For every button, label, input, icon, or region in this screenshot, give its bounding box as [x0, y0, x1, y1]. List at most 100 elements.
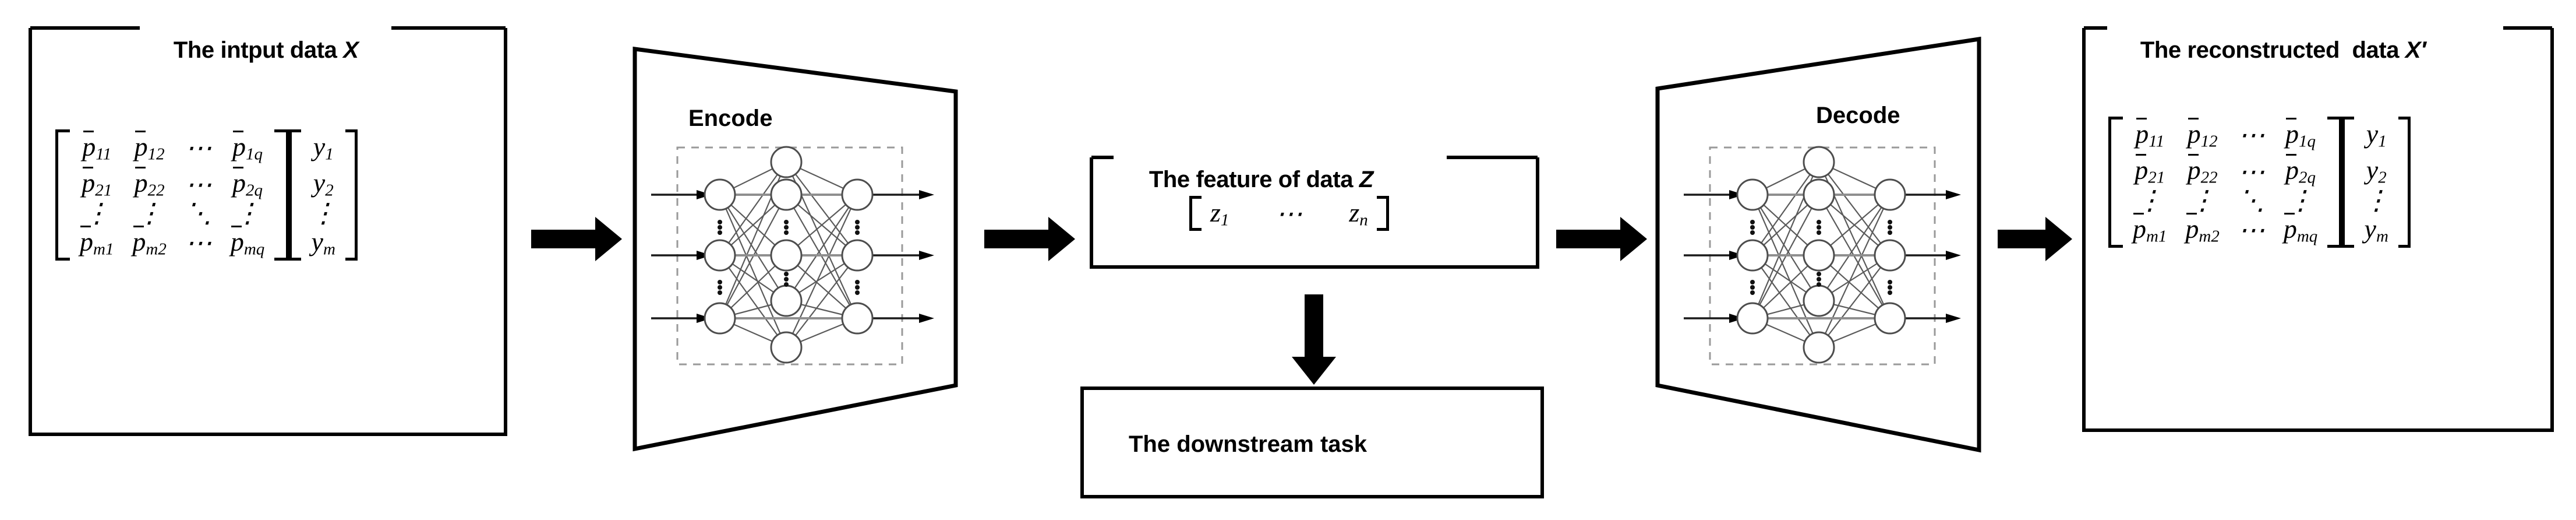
matrix-cell: p11: [82, 131, 112, 164]
feature-vector-bracket-right: [1376, 196, 1389, 231]
matrix-cell: p22: [2187, 154, 2218, 187]
input-matrix: p11 p12 ⋯ p1q p21 p22 ⋯ p2q ⋮ ⋮ ⋱ ⋮: [55, 129, 289, 261]
arrow-input-to-encoder: [531, 217, 622, 261]
downstream-task-frame: [1080, 387, 1544, 498]
output-panel-title-prime: ′: [2420, 37, 2426, 63]
matrix-cell: ⋱: [2238, 185, 2265, 215]
vector-cell: z1: [1210, 198, 1229, 230]
matrix-cell: p2q: [2285, 154, 2316, 187]
matrix-cell: pm1: [80, 226, 114, 259]
matrix-cell: p21: [2135, 154, 2165, 187]
feature-panel-title-text: The feature of data: [1149, 167, 1359, 192]
input-panel-title: The intput data X: [149, 15, 359, 85]
vector-cell: ⋮: [310, 198, 337, 228]
list-item: ⋮: [2354, 187, 2399, 213]
feature-vector-table: z1 ⋯ zn: [1202, 196, 1376, 231]
list-item: y1: [301, 129, 346, 166]
input-panel-title-text: The intput data: [173, 37, 344, 63]
encoder-network: [651, 146, 934, 364]
matrix-cell: ⋮: [2136, 185, 2164, 215]
table-row: p21 p22 ⋯ p2q: [70, 166, 274, 202]
output-matrix-bracket-right: [2327, 117, 2342, 248]
table-row: pm1 pm2 ⋯ pmq: [70, 224, 274, 261]
matrix-cell: ⋯: [2238, 156, 2265, 187]
table-row: z1 ⋯ zn: [1202, 196, 1376, 231]
matrix-cell: p1q: [232, 131, 263, 164]
output-panel-title-symbol: X: [2405, 37, 2421, 63]
encoder-label: Encode: [688, 106, 773, 131]
list-item: ym: [2354, 212, 2399, 248]
downstream-task-label: The downstream task: [1129, 431, 1367, 457]
input-matrix-group: p11 p12 ⋯ p1q p21 p22 ⋯ p2q ⋮ ⋮ ⋱ ⋮: [55, 129, 358, 263]
matrix-cell: p11: [2135, 118, 2165, 151]
matrix-cell: p21: [82, 167, 112, 200]
matrix-cell: p1q: [2285, 118, 2316, 151]
matrix-cell: ⋱: [185, 198, 212, 228]
input-matrix-bracket-right: [274, 129, 289, 261]
input-vector-bracket-right: [345, 129, 358, 261]
input-vector: y1 y2 ⋮ ym: [289, 129, 358, 261]
output-matrix-group: p11 p12 ⋯ p1q p21 p22 ⋯ p2q ⋮ ⋮ ⋱ ⋮: [2108, 117, 2411, 251]
encoder-input-arrows: [651, 190, 712, 323]
input-matrix-table: p11 p12 ⋯ p1q p21 p22 ⋯ p2q ⋮ ⋮ ⋱ ⋮: [70, 129, 274, 261]
output-matrix-bracket-left: [2108, 117, 2123, 248]
matrix-cell: ⋯: [2238, 215, 2265, 245]
feature-vector-bracket-left: [1189, 196, 1202, 231]
input-panel-frame: [29, 26, 507, 436]
list-item: y1: [2354, 117, 2399, 153]
vector-cell: ym: [2364, 213, 2388, 246]
matrix-cell: ⋮: [136, 198, 163, 228]
matrix-cell: ⋯: [185, 169, 212, 199]
list-item: ym: [301, 224, 346, 261]
matrix-cell: ⋯: [185, 228, 212, 258]
vector-cell: y1: [2366, 119, 2387, 151]
vector-cell: y2: [2366, 155, 2387, 187]
output-vector: y1 y2 ⋮ ym: [2342, 117, 2411, 248]
feature-vector: z1 ⋯ zn: [1189, 196, 1389, 231]
matrix-cell: ⋯: [185, 133, 212, 163]
feature-panel-title: The feature of data Z: [1124, 145, 1373, 215]
vector-cell: ⋯: [1275, 199, 1303, 229]
matrix-cell: pmq: [230, 226, 265, 259]
output-panel-title-text: The reconstructed data: [2140, 37, 2405, 63]
output-vector-table: y1 y2 ⋮ ym: [2354, 117, 2399, 248]
arrow-feature-to-downstream: [1292, 294, 1336, 385]
list-item: y2: [2354, 153, 2399, 189]
input-vector-table: y1 y2 ⋮ ym: [301, 129, 346, 261]
matrix-cell: pmq: [2283, 213, 2318, 246]
matrix-cell: pm2: [132, 226, 167, 259]
encoder-output-arrows: [872, 190, 934, 323]
matrix-cell: pm1: [2133, 213, 2167, 246]
decoder-label: Decode: [1816, 103, 1900, 128]
arrow-feature-to-decoder: [1556, 217, 1647, 261]
matrix-cell: pm2: [2185, 213, 2220, 246]
output-matrix-table: p11 p12 ⋯ p1q p21 p22 ⋯ p2q ⋮ ⋮ ⋱ ⋮: [2123, 117, 2327, 248]
matrix-cell: ⋮: [234, 198, 262, 228]
vector-cell: zn: [1349, 198, 1368, 230]
input-vector-bracket-left: [289, 129, 302, 261]
table-row: ⋮ ⋮ ⋱ ⋮: [70, 198, 274, 228]
decoder-network: [1684, 146, 1961, 364]
arrow-encoder-to-feature: [984, 217, 1075, 261]
vector-cell: y2: [313, 168, 334, 200]
table-row: p11 p12 ⋯ p1q: [70, 129, 274, 166]
feature-panel-title-symbol: Z: [1359, 167, 1373, 192]
vector-cell: y1: [313, 132, 334, 164]
list-item: y2: [301, 166, 346, 202]
matrix-cell: ⋯: [2238, 120, 2265, 150]
arrow-decoder-to-output: [1998, 217, 2072, 261]
table-row: p21 p22 ⋯ p2q: [2123, 153, 2327, 189]
matrix-cell: ⋮: [2189, 185, 2216, 215]
input-panel-title-symbol: X: [343, 37, 359, 63]
decoder-output-arrows: [1905, 190, 1961, 323]
output-matrix: p11 p12 ⋯ p1q p21 p22 ⋯ p2q ⋮ ⋮ ⋱ ⋮: [2108, 117, 2342, 248]
output-panel-frame: [2082, 26, 2554, 432]
matrix-cell: p22: [134, 167, 165, 200]
matrix-cell: p12: [2187, 118, 2218, 151]
output-vector-bracket-left: [2342, 117, 2355, 248]
matrix-cell: p12: [134, 131, 165, 164]
table-row: p11 p12 ⋯ p1q: [2123, 117, 2327, 153]
feature-panel-frame: [1090, 156, 1539, 269]
